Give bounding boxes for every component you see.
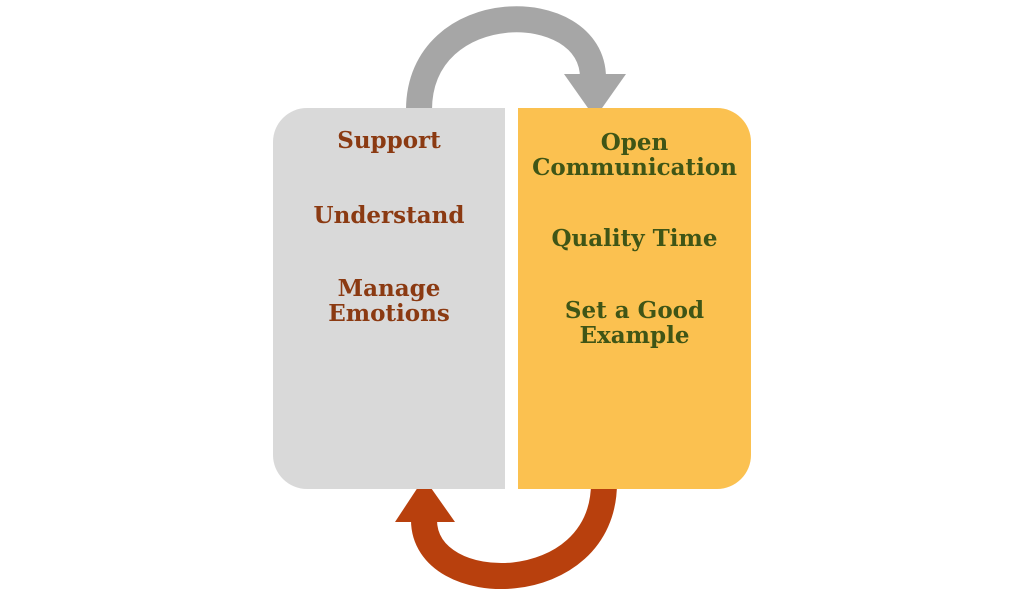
top-curved-arrow — [406, 6, 606, 111]
right-item: Open Communication — [532, 129, 737, 181]
right-item: Quality Time — [551, 225, 718, 252]
left-item: Understand — [313, 202, 465, 229]
bottom-curved-arrow — [411, 482, 617, 590]
right-item: Set a Good Example — [564, 297, 705, 349]
right-panel: Open Communication Quality Time Set a Go… — [518, 108, 751, 489]
top-arrow-head-icon — [564, 74, 626, 118]
bottom-arrow-head-icon — [395, 478, 455, 522]
left-item: Support — [337, 127, 441, 154]
left-item: Manage Emotions — [328, 275, 450, 327]
left-panel: Support Understand Manage Emotions — [273, 108, 505, 489]
